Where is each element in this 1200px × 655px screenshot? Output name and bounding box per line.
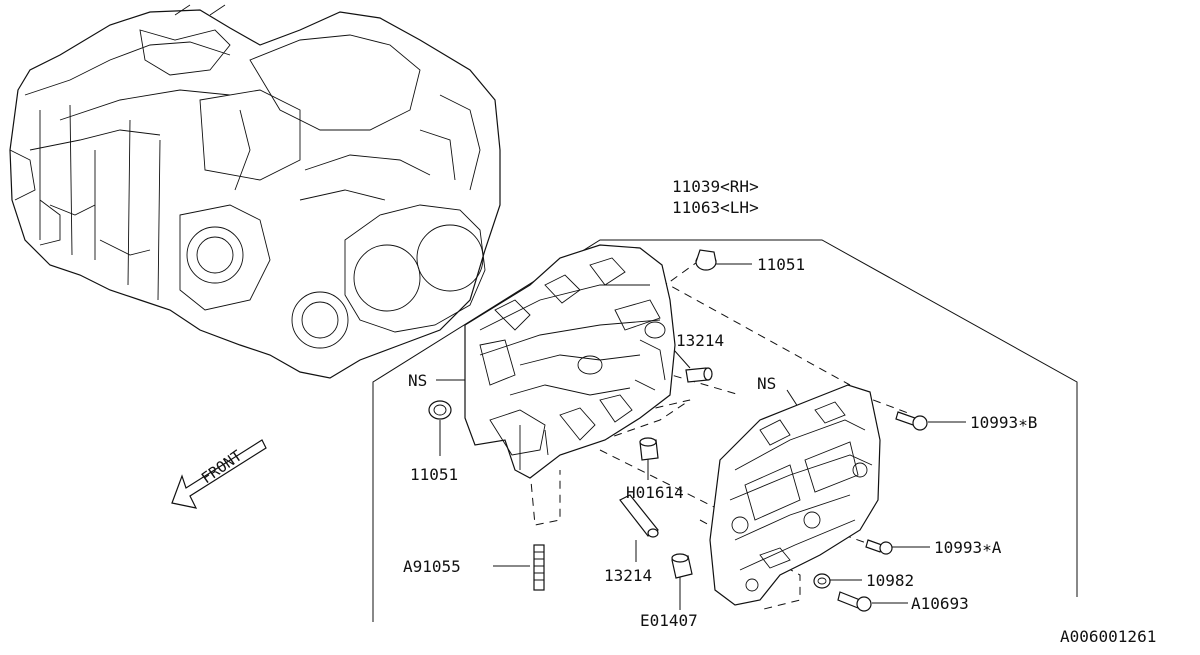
bolt-a10693[interactable] — [837, 591, 872, 612]
part-h01614[interactable] — [639, 437, 659, 461]
bolt-10993b[interactable] — [895, 411, 928, 431]
label-plug-top: 11051 — [757, 255, 805, 274]
part-e01407[interactable] — [671, 553, 693, 579]
label-stud-lower: 13214 — [604, 566, 652, 585]
front-arrow-icon — [171, 439, 267, 509]
label-plug-left: 11051 — [410, 465, 458, 484]
label-h01614: H01614 — [626, 483, 684, 502]
label-stud-upper: 13214 — [676, 331, 724, 350]
label-bolt-a: 10993∗A — [934, 538, 1002, 557]
washer-10982[interactable] — [813, 573, 831, 589]
label-head-rh: 11039<RH> — [672, 177, 759, 196]
camshaft-carrier-part[interactable] — [709, 384, 881, 606]
label-bolt-a10693: A10693 — [911, 594, 969, 613]
label-bolt-b: 10993∗B — [970, 413, 1037, 432]
stud-13214-lower[interactable] — [619, 494, 659, 538]
label-e01407: E01407 — [640, 611, 698, 630]
stud-13214-upper[interactable] — [685, 367, 713, 383]
stud-a91055[interactable] — [533, 544, 545, 591]
cylinder-head-part[interactable] — [464, 244, 676, 479]
front-label: FRONT — [198, 447, 245, 488]
plug-11051-left[interactable] — [428, 400, 452, 420]
plug-11051-top[interactable] — [695, 249, 717, 271]
label-ns-cover: NS — [757, 374, 776, 393]
diagram-code: A006001261 — [1060, 627, 1156, 646]
label-washer: 10982 — [866, 571, 914, 590]
bolt-10993a[interactable] — [865, 539, 893, 555]
engine-block-illustration — [9, 4, 501, 379]
label-head-lh: 11063<LH> — [672, 198, 759, 217]
label-stud-a91055: A91055 — [403, 557, 461, 576]
label-ns-head: NS — [408, 371, 427, 390]
leader-lines — [372, 239, 1078, 622]
